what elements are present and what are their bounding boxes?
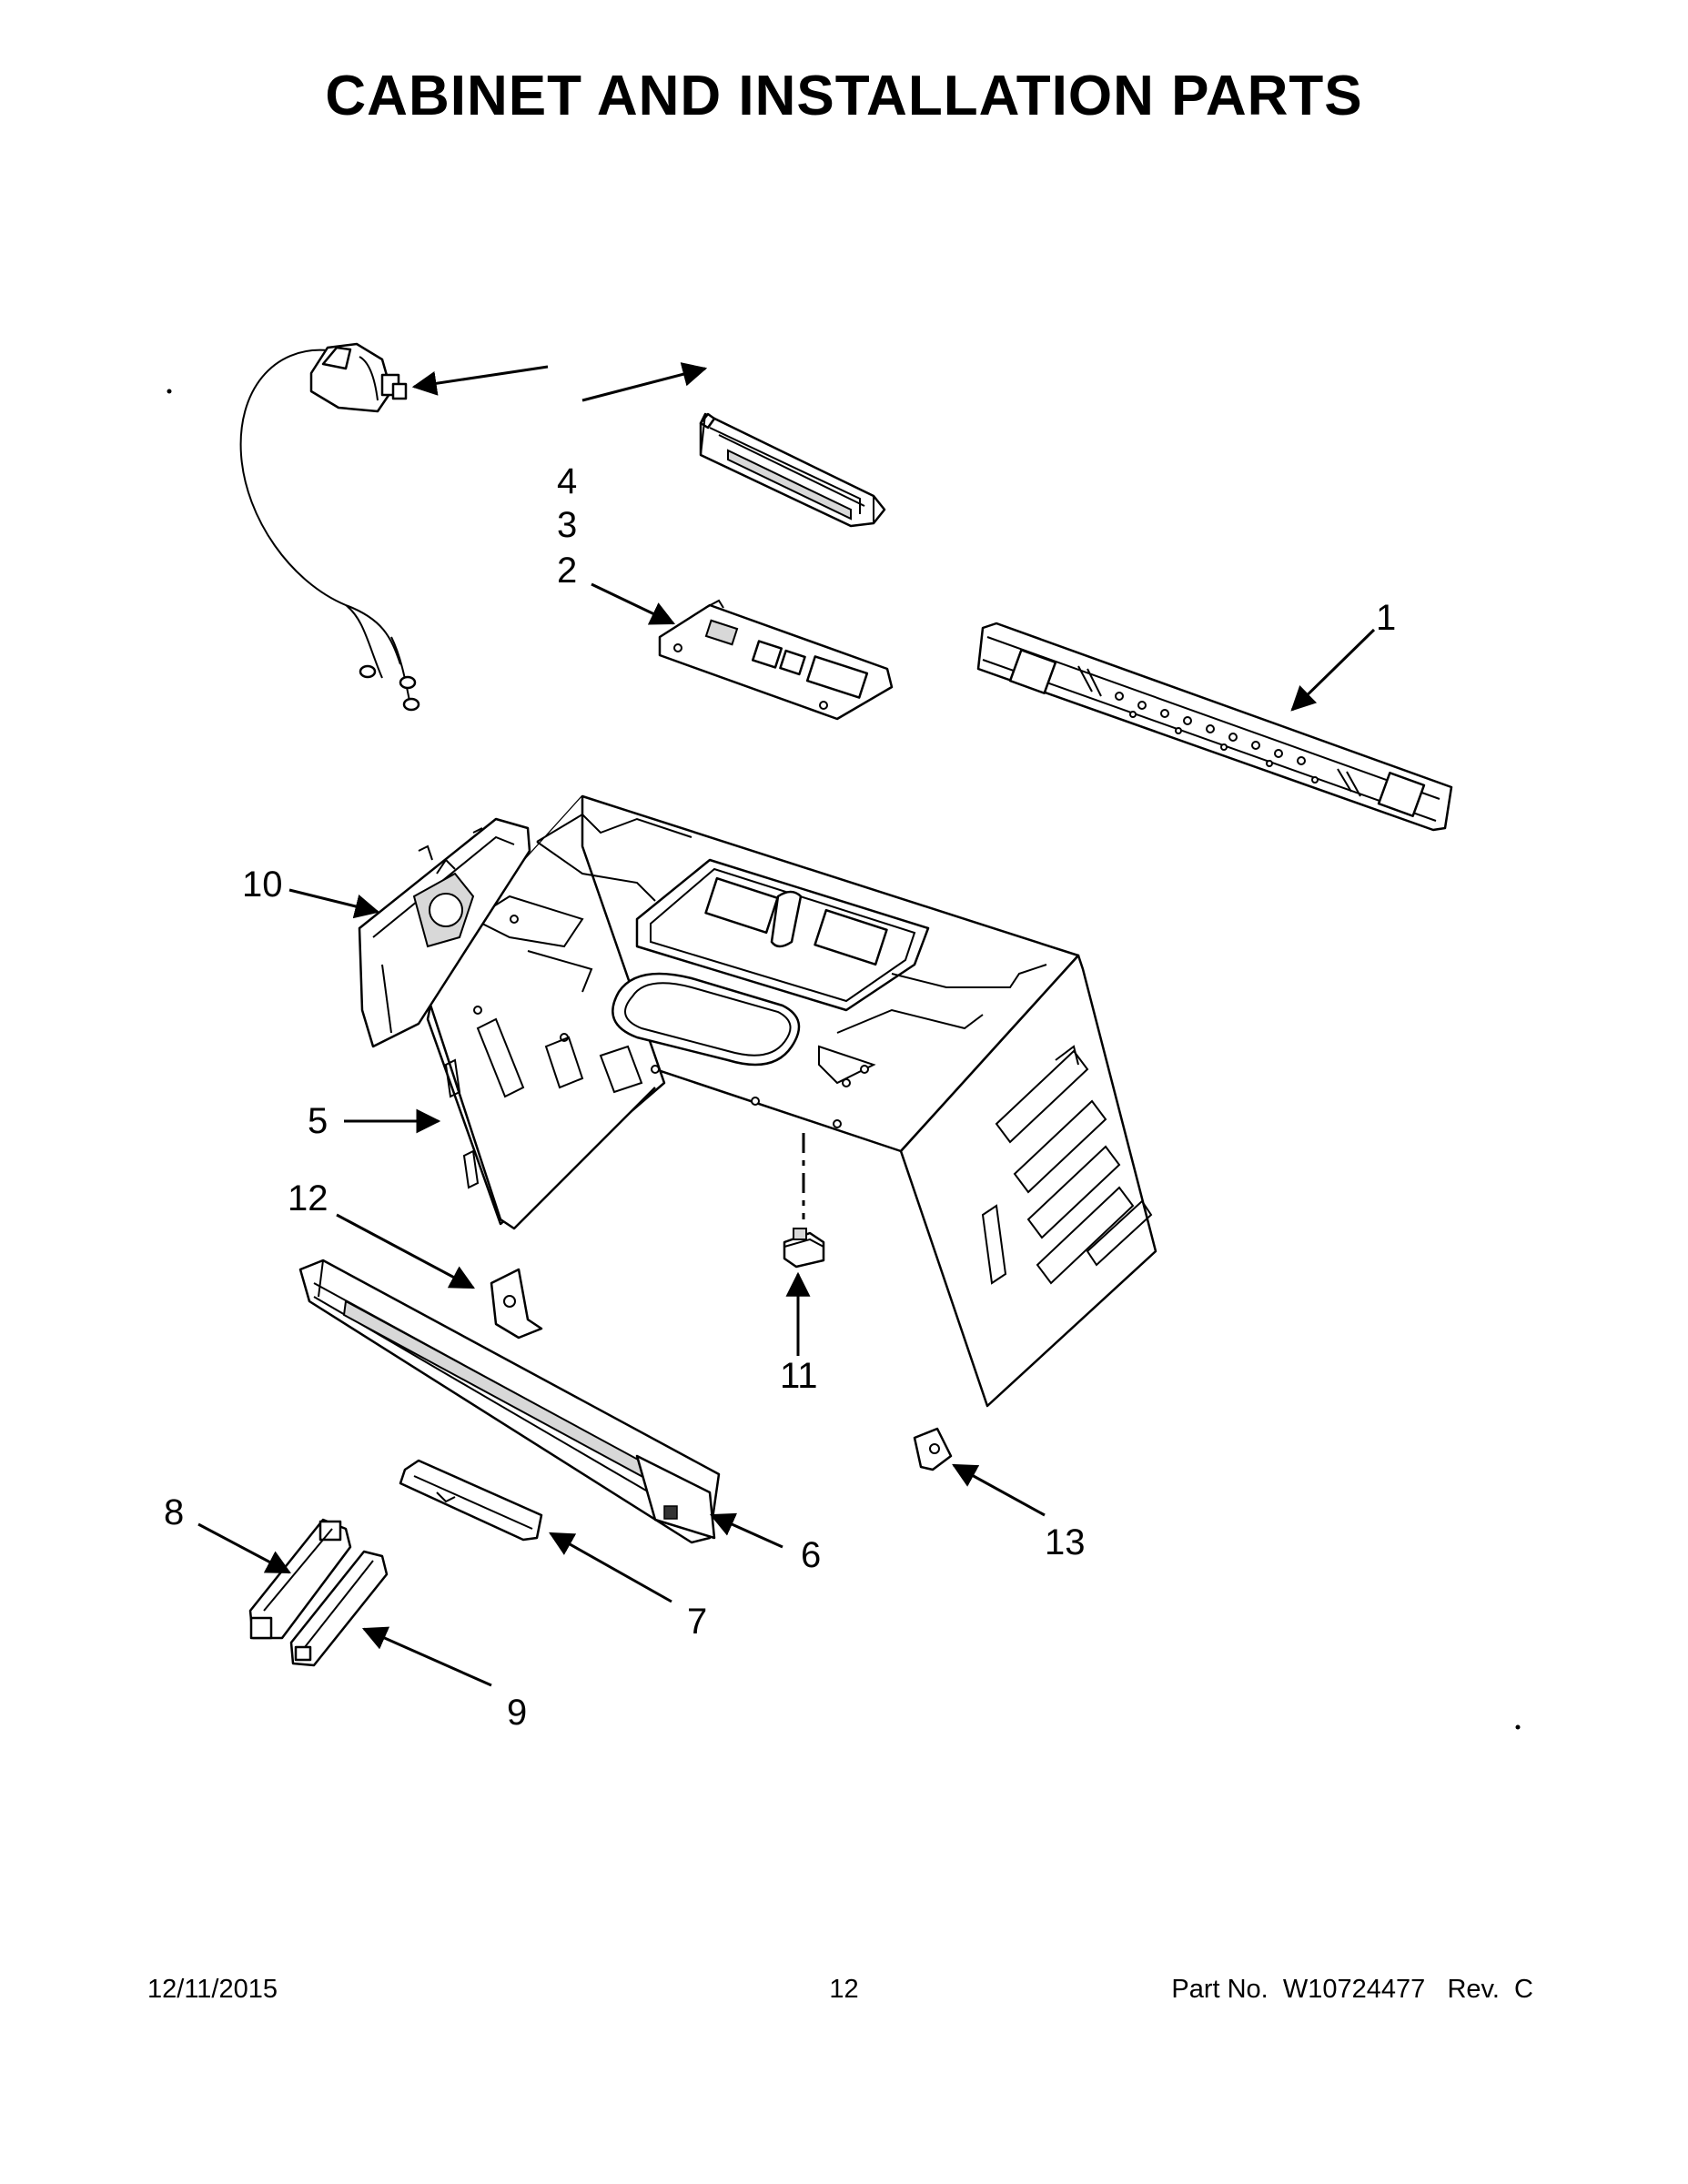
footer-date: 12/11/2015	[147, 1975, 278, 2004]
callout-2: 2	[557, 551, 577, 591]
callout-13: 13	[1045, 1522, 1086, 1562]
callout-arrows	[197, 362, 1376, 1687]
part-label: Part No.	[1171, 1975, 1269, 2004]
callout-10: 10	[242, 864, 283, 905]
callout-3: 3	[557, 505, 577, 545]
rev-label: Rev.	[1447, 1975, 1500, 2004]
part-6-vent-grille	[298, 1259, 721, 1544]
part-1-mounting-rail	[976, 622, 1453, 832]
part-number: W10724477	[1282, 1975, 1426, 2004]
callout-8: 8	[164, 1492, 184, 1532]
part-5-cabinet-wrapper	[408, 794, 1157, 1408]
callout-1: 1	[1376, 598, 1396, 638]
callout-7: 7	[687, 1602, 707, 1642]
part-9-latch	[289, 1550, 389, 1667]
callout-9: 9	[507, 1693, 527, 1733]
part-10-blower-housing	[358, 817, 531, 1048]
part-13-bracket	[913, 1427, 953, 1471]
callout-6: 6	[801, 1535, 821, 1575]
callout-11: 11	[780, 1356, 818, 1396]
part-11-clip	[783, 1228, 825, 1269]
footer-page-number: 12	[829, 1975, 859, 2004]
callout-labels: 1 2 3 4 5 6 7 8 9 10 11 12 13	[164, 461, 1396, 1733]
part-12-bracket	[490, 1268, 543, 1340]
callout-5: 5	[308, 1101, 328, 1141]
scan-dot	[1515, 1724, 1521, 1730]
part-8-latch	[248, 1518, 352, 1640]
part-2-mounting-plate	[658, 599, 894, 721]
page-title: CABINET AND INSTALLATION PARTS	[325, 65, 1363, 127]
rev-value: C	[1514, 1975, 1533, 2004]
part-3-vent-duct	[699, 412, 886, 528]
part-4-power-cord	[239, 342, 420, 712]
footer-part-info: Part No. W10724477 Rev. C	[1171, 1975, 1533, 2005]
part-7-channel	[399, 1459, 543, 1542]
callout-4: 4	[557, 461, 577, 501]
callout-12: 12	[288, 1178, 329, 1218]
scan-dot	[167, 389, 172, 394]
